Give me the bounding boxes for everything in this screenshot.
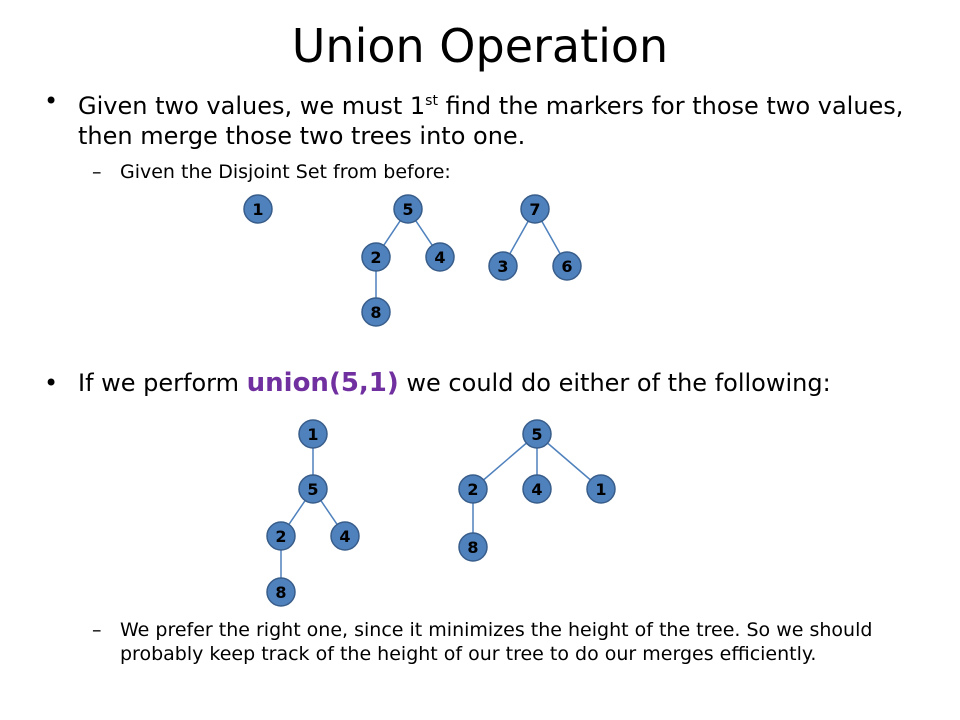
node-label: 8 xyxy=(275,583,286,602)
tree-7: 7 3 6 xyxy=(488,194,582,281)
bullet-marker: • xyxy=(44,87,59,115)
tree-node-4: 4 xyxy=(330,521,360,551)
node-circle xyxy=(586,474,616,504)
node-label: 8 xyxy=(370,303,381,322)
tree-node-2: 2 xyxy=(458,474,488,504)
node-label: 5 xyxy=(531,425,542,444)
node-circle xyxy=(522,474,552,504)
tree-node-1: 1 xyxy=(298,419,328,449)
node-circle xyxy=(298,474,328,504)
node-label: 3 xyxy=(497,257,508,276)
node-label: 1 xyxy=(595,480,606,499)
node-label: 8 xyxy=(467,538,478,557)
sub-bullet-marker: – xyxy=(92,161,102,183)
node-label: 5 xyxy=(307,480,318,499)
node-label: 1 xyxy=(252,200,263,219)
tree-node-6: 6 xyxy=(552,251,582,281)
bullet-text-pre: If we perform xyxy=(78,369,247,397)
node-label: 1 xyxy=(307,425,318,444)
tree-node-8: 8 xyxy=(266,577,296,607)
node-circle xyxy=(488,251,518,281)
node-circle xyxy=(393,194,423,224)
node-label: 2 xyxy=(275,527,286,546)
tree-edge xyxy=(320,500,338,525)
bullet-marker: • xyxy=(44,369,59,397)
tree-edge xyxy=(547,442,591,481)
bullet-text-pre: Given two values, we must 1 xyxy=(78,92,426,120)
bullet-text-post: find the markers for those two values, t… xyxy=(78,92,904,150)
tree-node-1: 1 xyxy=(586,474,616,504)
tree-node-2: 2 xyxy=(361,242,391,272)
node-label: 6 xyxy=(561,257,572,276)
node-circle xyxy=(552,251,582,281)
tree-edge xyxy=(383,220,401,246)
node-label: 7 xyxy=(529,200,540,219)
bullet-union-example: If we perform union(5,1) we could do eit… xyxy=(78,368,938,398)
tree-node-5: 5 xyxy=(522,419,552,449)
result-left: 1 5 2 4 8 xyxy=(266,419,360,607)
superscript: st xyxy=(425,93,438,109)
node-circle xyxy=(243,194,273,224)
node-label: 4 xyxy=(339,527,350,546)
node-circle xyxy=(458,532,488,562)
tree-node-5: 5 xyxy=(393,194,423,224)
node-circle xyxy=(425,242,455,272)
union-call-highlight: union(5,1) xyxy=(246,368,399,398)
slide-title: Union Operation xyxy=(291,19,669,73)
tree-edge xyxy=(541,220,561,255)
node-circle xyxy=(266,577,296,607)
sub-bullet-marker: – xyxy=(92,619,102,641)
tree-node-4: 4 xyxy=(522,474,552,504)
tree-node-3: 3 xyxy=(488,251,518,281)
tree-5: 5 2 4 8 xyxy=(361,194,455,327)
node-circle xyxy=(522,419,552,449)
node-circle xyxy=(458,474,488,504)
bullet-text-post: we could do either of the following: xyxy=(398,369,831,397)
node-circle xyxy=(361,242,391,272)
node-circle xyxy=(520,194,550,224)
node-label: 5 xyxy=(402,200,413,219)
node-label: 4 xyxy=(531,480,542,499)
tree-node-2: 2 xyxy=(266,521,296,551)
result-right: 5 2 4 1 8 xyxy=(458,419,616,562)
node-circle xyxy=(298,419,328,449)
node-label: 2 xyxy=(370,248,381,267)
tree-node-5: 5 xyxy=(298,474,328,504)
tree-edge xyxy=(415,220,433,246)
tree-edge xyxy=(288,500,306,525)
bullet-find-markers: Given two values, we must 1st find the m… xyxy=(78,86,938,151)
tree-node-1: 1 xyxy=(243,194,273,224)
tree-edge xyxy=(509,220,529,255)
tree-node-8: 8 xyxy=(361,297,391,327)
sub-bullet-disjoint-set: Given the Disjoint Set from before: xyxy=(120,161,451,183)
tree-edge xyxy=(483,442,527,481)
node-circle xyxy=(330,521,360,551)
sub-bullet-preference: We prefer the right one, since it minimi… xyxy=(120,619,873,665)
node-circle xyxy=(361,297,391,327)
tree-node-7: 7 xyxy=(520,194,550,224)
node-label: 2 xyxy=(467,480,478,499)
tree-node-8: 8 xyxy=(458,532,488,562)
tree-node-4: 4 xyxy=(425,242,455,272)
tree-1: 1 xyxy=(243,194,273,224)
node-circle xyxy=(266,521,296,551)
node-label: 4 xyxy=(434,248,445,267)
